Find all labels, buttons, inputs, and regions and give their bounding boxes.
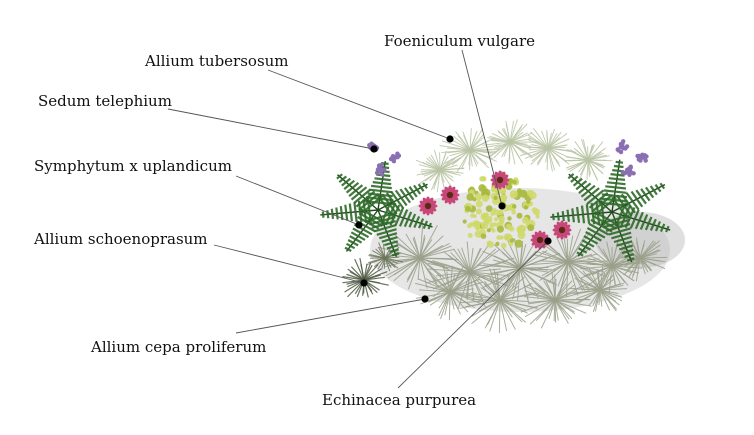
marker-sedum (370, 145, 378, 153)
sedum-cluster (615, 139, 630, 155)
leader-allium-cepa (235, 298, 426, 334)
coneflower (418, 196, 438, 216)
comfrey-right (550, 159, 671, 263)
grass-tuft (568, 265, 628, 313)
grass-tuft (564, 139, 613, 181)
coneflower (552, 220, 572, 240)
grass-tuft (415, 265, 485, 321)
leader-symphytum (235, 175, 360, 226)
sedum-cluster (635, 152, 649, 163)
label-foeniculum-vulgare: Foeniculum vulgare (384, 32, 535, 50)
sedum-cluster (374, 162, 387, 177)
label-allium-cepa-proliferum: Allium cepa proliferum (91, 338, 267, 356)
marker-allium-sch (360, 279, 368, 287)
label-sedum-telephium: Sedum telephium (38, 92, 172, 110)
grass-tuft (482, 119, 539, 165)
marker-symphytum (355, 221, 363, 229)
marker-allium-cepa (421, 295, 429, 303)
grass-tuft (439, 128, 501, 173)
grass-layer (342, 119, 668, 334)
label-allium-tubersosum: Allium tubersosum (145, 52, 289, 70)
coneflower (440, 185, 460, 205)
marker-echinacea (544, 237, 552, 245)
label-symphytum-uplandicum: Symphytum x uplandicum (34, 157, 232, 175)
marker-dots (355, 135, 552, 303)
label-allium-schoenoprasum: Allium schoenoprasum (34, 230, 208, 248)
grass-tuft (528, 228, 608, 298)
marker-foeniculum (498, 202, 506, 210)
grass-tuft (459, 268, 540, 334)
grass-tuft (520, 270, 592, 329)
leader-foeniculum (461, 49, 503, 207)
leader-lines (167, 49, 549, 389)
label-echinacea-purpurea: Echinacea purpurea (322, 391, 477, 409)
fern-layer (320, 159, 671, 263)
marker-allium-tub (446, 135, 454, 143)
fennel-head (462, 171, 540, 249)
grass-tuft (519, 128, 577, 172)
leader-allium-tub (267, 69, 451, 140)
grass-tuft (415, 149, 465, 193)
leader-allium-sch (213, 244, 365, 284)
sedum-cluster (388, 151, 402, 164)
sedum-cluster (620, 164, 636, 177)
coneflower (490, 170, 510, 190)
leader-echinacea (397, 240, 549, 389)
comfrey-left (320, 160, 433, 257)
leader-sedum (167, 108, 375, 150)
